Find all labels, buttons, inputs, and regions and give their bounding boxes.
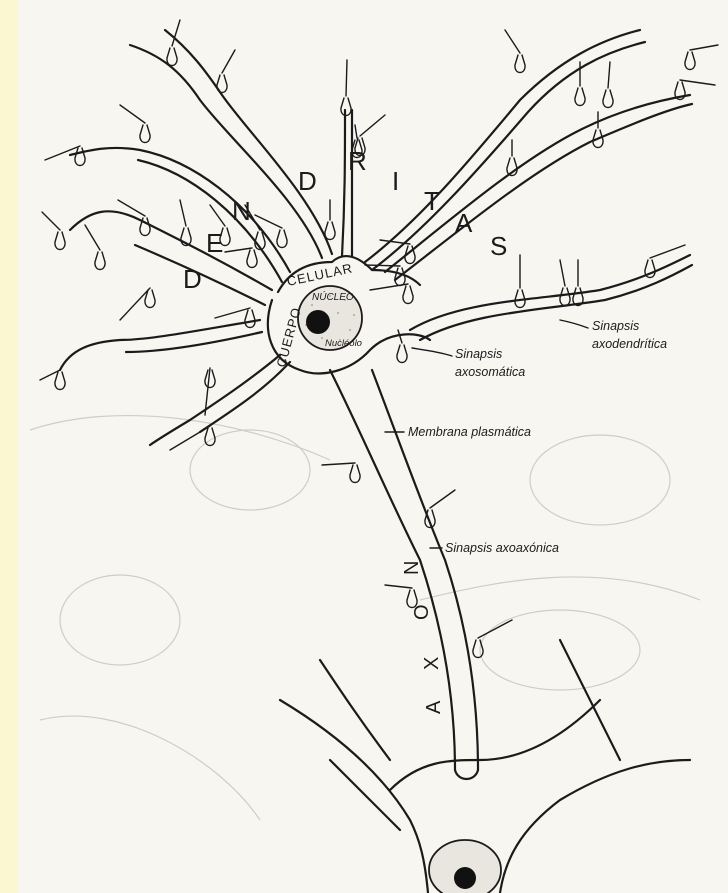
synaptic-bouton: [245, 310, 255, 328]
synaptic-bouton: [75, 148, 85, 166]
synapse-arrow: [225, 248, 252, 252]
callout-membrana: Membrana plasmática: [385, 425, 531, 439]
callout-axosomatica: Sinapsis axosomática: [412, 347, 525, 379]
synaptic-bouton: [277, 230, 287, 248]
synaptic-bouton: [55, 232, 65, 250]
synapse-arrow: [650, 245, 685, 258]
synapse-arrow: [120, 105, 145, 123]
callout-axosomatica-line2: axosomática: [455, 365, 525, 379]
synapse-arrow: [210, 205, 225, 226]
label-celular: CELULAR: [286, 260, 355, 289]
synapse-arrow: [505, 30, 520, 53]
synapse-arrow: [690, 45, 718, 50]
synapse-arrow: [560, 260, 565, 286]
synaptic-bouton: [575, 88, 585, 106]
dendritas-letter: R: [348, 146, 367, 176]
synapse-arrow: [370, 284, 408, 290]
synaptic-bouton: [55, 372, 65, 390]
synaptic-bouton: [325, 222, 335, 240]
synaptic-bouton: [515, 55, 525, 73]
dendritas-letter: I: [392, 166, 399, 196]
axon-letter: A: [423, 700, 445, 714]
synapse-arrow: [365, 265, 400, 266]
synapse-arrow: [346, 60, 347, 96]
synaptic-bouton: [603, 90, 613, 108]
dendritas-letter: N: [232, 196, 251, 226]
synaptic-bouton: [140, 125, 150, 143]
synaptic-bouton: [403, 286, 413, 304]
callout-axosomatica-line1: Sinapsis: [455, 347, 502, 361]
synaptic-bouton: [167, 48, 177, 66]
dendritas-letter: A: [455, 208, 473, 238]
axon-letter: O: [411, 604, 433, 620]
label-nucleo: NÚCLEO: [312, 290, 354, 303]
dendritas-letter: T: [424, 186, 440, 216]
synaptic-bouton: [685, 52, 695, 70]
synaptic-bouton: [247, 250, 257, 268]
dendritas-letter: D: [183, 264, 202, 294]
synapse-arrow: [385, 585, 412, 588]
synapse-arrow: [608, 62, 610, 88]
callout-axoaxonica: Sinapsis axoaxónica: [430, 541, 559, 555]
synapse-arrow: [42, 212, 60, 230]
synapse-arrow: [355, 125, 357, 138]
synapse-arrow: [398, 330, 402, 343]
synapse-arrow: [85, 225, 100, 250]
background-ghost-figure: [30, 416, 700, 820]
axon-letter: X: [421, 657, 443, 670]
synapse-arrow: [222, 50, 235, 73]
callout-axodendritica-line1: Sinapsis: [592, 319, 639, 333]
synapse-arrow: [430, 490, 455, 508]
synapse-arrow: [680, 80, 715, 85]
synapse-arrow: [180, 200, 186, 226]
label-cuerpo: CUERPO: [273, 305, 303, 368]
synaptic-bouton: [560, 288, 570, 306]
label-nucleolo: Nucléolo: [325, 338, 362, 349]
synapse-arrow: [215, 308, 250, 318]
synaptic-bouton: [95, 252, 105, 270]
dendritas-letter: E: [206, 228, 223, 258]
axon-letter: N: [401, 561, 423, 575]
synaptic-bouton: [397, 345, 407, 363]
synaptic-bouton: [217, 75, 227, 93]
callout-axodendritica-line2: axodendrítica: [592, 337, 667, 351]
callout-axodendritica: Sinapsis axodendrítica: [560, 319, 667, 351]
dendritas-letter: S: [490, 231, 507, 261]
second-nucleolus: [454, 867, 476, 889]
second-neuron: [280, 640, 690, 893]
synaptic-bouton: [205, 428, 215, 446]
synapse-arrow: [360, 115, 385, 136]
synapse-arrow: [478, 620, 512, 638]
synaptic-bouton: [645, 260, 655, 278]
synaptic-bouton: [350, 465, 360, 483]
nucleolus: [306, 310, 330, 334]
callout-membrana-text: Membrana plasmática: [408, 425, 531, 439]
label-axon: A X O N: [401, 561, 445, 714]
dendritas-letter: D: [298, 166, 317, 196]
callout-axoaxonica-text: Sinapsis axoaxónica: [445, 541, 559, 555]
synapse-arrow: [322, 463, 355, 465]
